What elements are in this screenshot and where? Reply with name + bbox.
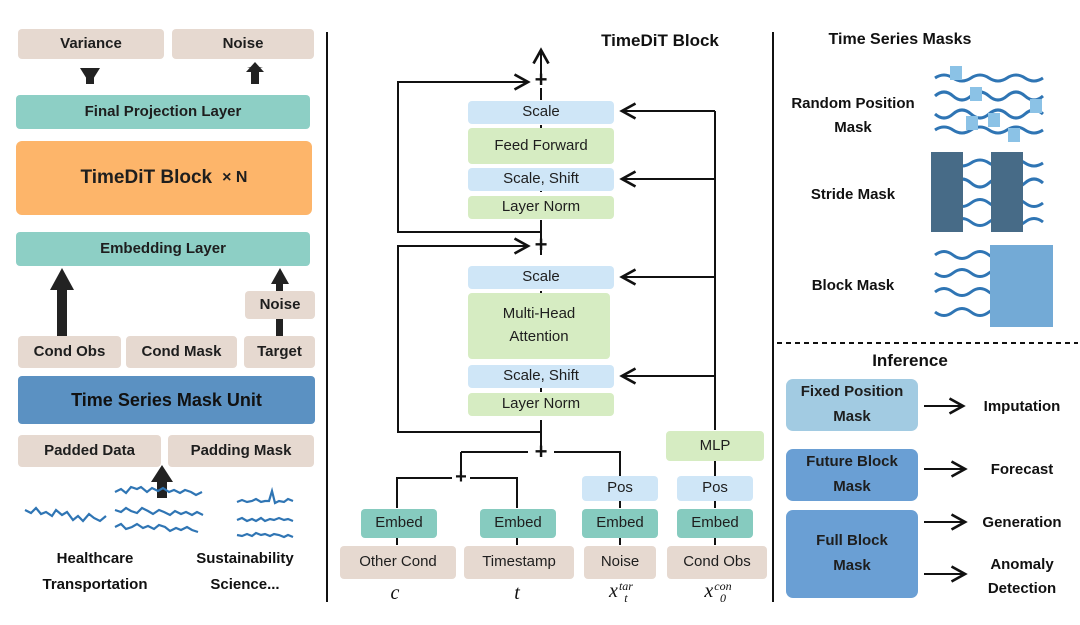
arrow-noise-small [271,268,289,284]
domain-healthcare: Healthcare [56,550,134,567]
domain-science: Science... [210,575,280,593]
cond-mask-left: Cond Mask [126,336,237,368]
timedit-block-title: TimeDiT Block [601,31,719,50]
final-projection-layer: Final Projection Layer [16,95,310,129]
cond-obs-left: Cond Obs [18,336,121,368]
input-timestamp: Timestamp [464,546,574,579]
inference-title: Inference [872,351,948,370]
pos-cond-obs: Pos [677,476,753,501]
timedit-block-stack: TimeDiT Block × N [16,141,312,215]
domain-sustainability: Sustainability [196,550,294,567]
multi-head-attention: Multi-Head Attention [468,293,610,359]
fixed-line1: Fixed Position [800,383,904,401]
sub-0: 0 [719,591,726,606]
input-other-cond: Other Cond [340,546,456,579]
sub-t: t [624,591,628,606]
scale-middle: Scale [468,266,614,289]
future-line2: Mask [833,478,871,495]
symbol-c: c [390,582,400,604]
full-block-mask: Full Block Mask [786,510,918,598]
random-position-mask-illustration [934,66,1044,142]
plus-cond-sum: + [455,466,467,488]
plus-middle: + [534,232,548,257]
embed-timestamp: Embed [480,509,556,538]
future-block-mask: Future Block Mask [786,449,918,501]
block-mask-illustration [934,245,1053,327]
fixed-line2: Mask [833,408,871,425]
input-cond-obs: Cond Obs [667,546,767,579]
variance-output: Variance [18,29,164,59]
sup-tar: tar [618,579,633,594]
imputation-label: Imputation [983,398,1061,415]
layer-norm-bottom: Layer Norm [468,393,614,416]
symbol-t: t [514,582,520,604]
block-mask-label: Block Mask [811,277,895,294]
random-position-mask-label: Random Position Mask [778,94,928,137]
target-left: Target [244,336,315,368]
mlp: MLP [666,431,764,461]
embed-cond-obs: Embed [677,509,753,538]
padding-mask: Padding Mask [168,435,314,467]
scale-top: Scale [468,101,614,124]
fixed-position-mask: Fixed Position Mask [786,379,918,431]
time-series-masks-title: Time Series Masks [828,31,972,48]
sup-con: con [714,579,732,594]
scale-shift-top: Scale, Shift [468,168,614,191]
domain-label-healthcare: Healthcare Transportation [20,549,170,594]
plus-input-sum: + [534,439,548,464]
full-line1: Full Block [816,532,888,550]
inference-arrows [924,397,968,583]
anomaly-line1: Anomaly [990,556,1054,573]
noise-input-left: Noise [245,291,315,319]
mha-line2: Attention [509,328,569,345]
time-series-mask-unit: Time Series Mask Unit [18,376,315,424]
embed-noise: Embed [582,509,658,538]
input-noise: Noise [584,546,656,579]
embed-other-cond: Embed [361,509,437,538]
generation-label: Generation [982,514,1062,531]
arrow-cond-obs-head [50,268,74,290]
noise-output: Noise [172,29,314,59]
padded-data: Padded Data [18,435,161,467]
arrow-cond-obs-shaft [57,288,67,336]
symbol-x1: x [609,580,618,602]
embedding-layer: Embedding Layer [16,232,310,266]
domain-waveforms [24,485,294,539]
symbol-x2: x [704,580,714,602]
times-n-label: × N [222,169,248,186]
future-line1: Future Block [806,453,898,471]
stride-mask-label: Stride Mask [810,186,896,203]
domain-transportation: Transportation [42,575,148,593]
anomaly-line2: Detection [987,579,1057,597]
random-line1: Random Position [791,95,915,112]
pos-noise: Pos [582,476,658,501]
scale-shift-bottom: Scale, Shift [468,365,614,388]
forecast-label: Forecast [990,461,1054,478]
timedit-block-label: TimeDiT Block [80,167,213,189]
random-line2: Mask [834,118,872,136]
feed-forward: Feed Forward [468,128,614,164]
anomaly-detection-label: Anomaly Detection [970,555,1074,598]
layer-norm-top: Layer Norm [468,196,614,219]
stride-mask-illustration [931,152,1044,232]
domain-label-sustainability: Sustainability Science... [180,549,310,594]
full-line2: Mask [833,557,871,574]
plus-top: + [534,67,548,92]
mha-line1: Multi-Head [502,305,576,323]
